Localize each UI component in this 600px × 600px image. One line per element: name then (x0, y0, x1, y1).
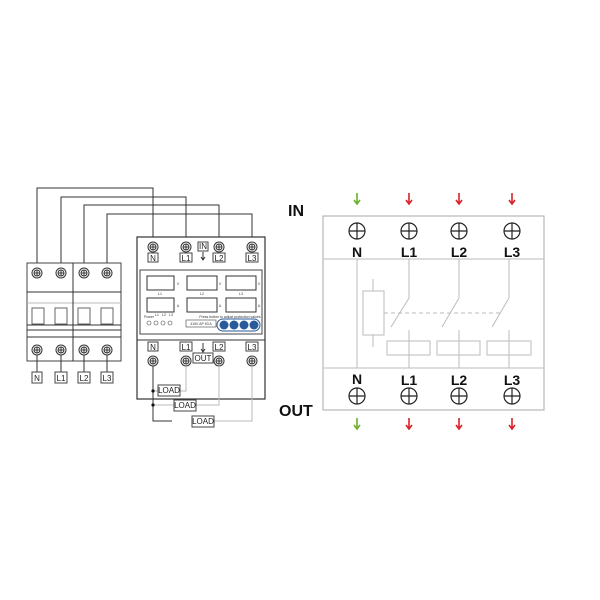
breaker-label-l3: L3 (103, 374, 112, 383)
bottom-terminal-l2: L2 (451, 372, 468, 388)
arrows (353, 193, 516, 431)
top-terminal-n: N (352, 244, 362, 260)
phase-l3: L3 (239, 292, 243, 296)
breaker-label-l2: L2 (80, 374, 89, 383)
schematic: IN OUT N L1 L2 L3 N L1 L2 L3 (279, 193, 545, 431)
device-in-l3: L3 (248, 254, 257, 263)
phase-l2: L2 (200, 292, 204, 296)
unit-a2: A (219, 304, 222, 308)
bottom-terminal-l3: L3 (504, 372, 521, 388)
unit-v1: V (177, 282, 180, 286)
l2-in-arrow-icon (455, 193, 463, 206)
l1-in-arrow-icon (405, 193, 413, 206)
unit-a3: A (258, 304, 261, 308)
bottom-terminal-l1: L1 (401, 372, 418, 388)
phase-l1: L1 (158, 292, 162, 296)
l1-out-arrow-icon (405, 418, 413, 431)
breaker-label-n: N (34, 374, 40, 383)
indicator-l3: L3 (169, 313, 173, 317)
enter-button[interactable] (249, 320, 259, 330)
unit-v2: V (219, 282, 222, 286)
set-button[interactable] (219, 320, 229, 330)
device-out-n: N (150, 343, 156, 352)
l2-out-arrow-icon (455, 418, 463, 431)
device-in-l2: L2 (215, 254, 224, 263)
top-terminal-l2: L2 (451, 244, 468, 260)
l3-in-arrow-icon (508, 193, 516, 206)
breaker-label-l1: L1 (57, 374, 66, 383)
load-1: LOAD (158, 386, 180, 395)
top-terminal-l3: L3 (504, 244, 521, 260)
device-in-n: N (150, 254, 156, 263)
protection-device: N L1 L2 L3 IN V V V A A A L1 L2 L3 Power… (136, 236, 266, 400)
top-terminal-l1: L1 (401, 244, 418, 260)
circuit-breaker: N L1 L2 L3 (26, 262, 122, 384)
up-button[interactable] (229, 320, 239, 330)
device-in-label: IN (199, 242, 207, 251)
unit-v3: V (258, 282, 261, 286)
device-out-l3: L3 (248, 343, 257, 352)
neutral-out-arrow-icon (353, 418, 361, 431)
indicator-l1: L1 (155, 313, 159, 317)
panel-note: Press button to adjust protection values (199, 315, 261, 319)
indicator-l2: L2 (162, 313, 166, 317)
load-2: LOAD (174, 401, 196, 410)
rating-label: 415V AP 63 A (190, 322, 212, 326)
device-out-l2: L2 (215, 343, 224, 352)
unit-a1: A (177, 304, 180, 308)
neutral-in-arrow-icon (353, 193, 361, 206)
device-out-l1: L1 (182, 343, 191, 352)
l3-out-arrow-icon (508, 418, 516, 431)
load-3: LOAD (192, 417, 214, 426)
input-wires (36, 187, 253, 266)
device-in-l1: L1 (182, 254, 191, 263)
load-wiring: LOAD LOAD LOAD (151, 366, 253, 428)
out-label: OUT (279, 403, 313, 420)
down-button[interactable] (239, 320, 249, 330)
breaker-labels: N L1 L2 L3 (31, 371, 114, 384)
device-out-label: OUT (195, 354, 212, 363)
in-label: IN (288, 203, 304, 220)
indicator-power: Power (144, 315, 155, 319)
bottom-terminal-n: N (352, 371, 362, 387)
